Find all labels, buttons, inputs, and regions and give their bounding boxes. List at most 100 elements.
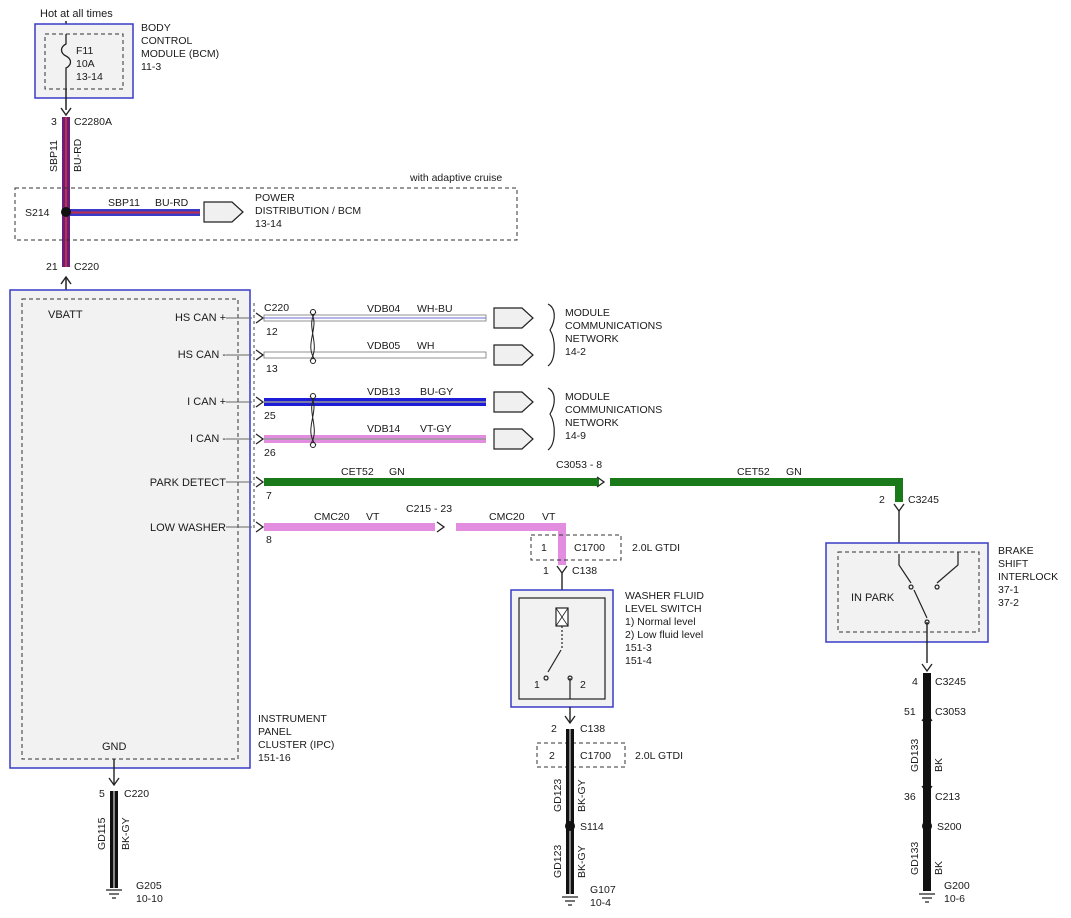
c220-pin-25: 25 bbox=[264, 410, 276, 422]
c1700-top-pin: 1 bbox=[541, 542, 547, 554]
bcm-box bbox=[34, 23, 134, 99]
hs-can-minus-label: HS CAN - bbox=[178, 349, 227, 361]
power-dist-title-3: 13-14 bbox=[255, 218, 282, 230]
vdb13-color: BU-GY bbox=[420, 386, 453, 398]
gd115-color: BK-GY bbox=[120, 817, 132, 850]
module-connector-icon bbox=[493, 391, 534, 413]
splice-s114 bbox=[565, 821, 575, 831]
ipc-inner-box bbox=[21, 298, 239, 760]
c220-pin-7: 7 bbox=[266, 490, 272, 502]
ipc-title-1: INSTRUMENT bbox=[258, 713, 327, 725]
connector-arrow-icon bbox=[255, 349, 265, 361]
c213-name: C213 bbox=[935, 791, 960, 803]
fuse-name: F11 bbox=[76, 45, 93, 57]
washer-title-4: 2) Low fluid level bbox=[625, 629, 703, 641]
s200-label: S200 bbox=[937, 821, 962, 833]
brake-title-1: BRAKE bbox=[998, 545, 1034, 557]
c3053-bot-name: C3053 bbox=[935, 706, 966, 718]
power-distribution-connector-icon bbox=[203, 201, 244, 223]
twisted-pair-icon bbox=[309, 311, 317, 362]
adaptive-cruise-box bbox=[14, 187, 518, 241]
gd133-wire bbox=[923, 673, 931, 891]
c3245-top-name: C3245 bbox=[908, 494, 939, 506]
sbp11-circuit-vertical: SBP11 bbox=[48, 140, 60, 172]
connector-arrow-icon bbox=[436, 521, 446, 533]
sbp11-circuit-horizontal: SBP11 bbox=[108, 197, 140, 209]
c3245-bot-name: C3245 bbox=[935, 676, 966, 688]
c138-bot-name: C138 bbox=[580, 723, 605, 735]
c1700-top-box bbox=[530, 534, 622, 561]
c220-pin-8: 8 bbox=[266, 534, 272, 546]
ground-icon bbox=[562, 896, 578, 906]
c220-pin-26: 26 bbox=[264, 447, 276, 459]
brake-title-4: 37-1 bbox=[998, 584, 1019, 596]
mcn2-bracket bbox=[547, 387, 555, 451]
gd133a-circuit: GD133 bbox=[909, 739, 921, 772]
cmc20-wire-b bbox=[456, 523, 566, 531]
bcm-title-4: 11-3 bbox=[141, 61, 161, 73]
c3245-bot-pin: 4 bbox=[912, 676, 918, 688]
vbatt-label: VBATT bbox=[48, 309, 83, 321]
c220-right-name: C220 bbox=[264, 302, 289, 314]
connector-arrow-icon bbox=[255, 476, 265, 488]
adaptive-cruise-label: with adaptive cruise bbox=[409, 172, 502, 184]
cet52b-circuit: CET52 bbox=[737, 466, 770, 478]
c220-top-pin: 21 bbox=[46, 261, 58, 273]
washer-pos-1: 1 bbox=[534, 679, 540, 691]
vdb05-circuit: VDB05 bbox=[367, 340, 400, 352]
connector-arrow-icon bbox=[556, 565, 568, 575]
twisted-pair-icon bbox=[309, 395, 317, 446]
cmc20a-circuit: CMC20 bbox=[314, 511, 350, 523]
cmc20b-circuit: CMC20 bbox=[489, 511, 525, 523]
splice-s200 bbox=[922, 821, 932, 831]
cmc20a-color: VT bbox=[366, 511, 380, 523]
ipc-title-3: CLUSTER (IPC) bbox=[258, 739, 334, 751]
c2280a-name: C2280A bbox=[74, 116, 112, 128]
i-can-minus-label: I CAN - bbox=[190, 433, 226, 445]
fuse-ref: 13-14 bbox=[76, 71, 103, 83]
ipc-title-4: 151-16 bbox=[258, 752, 291, 764]
mcn2-title-2: COMMUNICATIONS bbox=[565, 404, 662, 416]
ground-icon bbox=[106, 889, 122, 899]
s114-label: S114 bbox=[580, 821, 604, 833]
g107-label: G107 bbox=[590, 884, 616, 896]
c3245-top-pin: 2 bbox=[879, 494, 885, 506]
washer-title-3: 1) Normal level bbox=[625, 616, 696, 628]
connector-arrow-icon bbox=[596, 476, 606, 488]
ground-icon bbox=[919, 893, 935, 903]
c220-top-name: C220 bbox=[74, 261, 99, 273]
c220-pin-13: 13 bbox=[266, 363, 278, 375]
power-dist-title-2: DISTRIBUTION / BCM bbox=[255, 205, 361, 217]
g205-ref: 10-10 bbox=[136, 893, 163, 905]
bcm-title-1: BODY bbox=[141, 22, 171, 34]
fuse-icon bbox=[60, 34, 72, 89]
bcm-title-3: MODULE (BCM) bbox=[141, 48, 219, 60]
module-connector-icon bbox=[493, 307, 534, 329]
cmc20-wire-a bbox=[264, 523, 435, 531]
ipc-title-2: PANEL bbox=[258, 726, 292, 738]
c138-top-pin: 1 bbox=[543, 565, 549, 577]
c2280a-pin: 3 bbox=[51, 116, 57, 128]
cet52a-circuit: CET52 bbox=[341, 466, 374, 478]
vdb05-wire bbox=[263, 351, 487, 359]
sbp11-color-vertical: BU-RD bbox=[72, 138, 84, 172]
mcn1-title-3: NETWORK bbox=[565, 333, 619, 345]
g205-label: G205 bbox=[136, 880, 162, 892]
c1700-bot-pin: 2 bbox=[549, 750, 555, 762]
c213-pin: 36 bbox=[904, 791, 916, 803]
washer-title-2: LEVEL SWITCH bbox=[625, 603, 702, 615]
connector-arrow-icon bbox=[255, 521, 265, 533]
gd123a-color: BK-GY bbox=[576, 779, 588, 812]
c220-bot-name: C220 bbox=[124, 788, 149, 800]
gd133a-color: BK bbox=[933, 758, 945, 772]
brake-title-3: INTERLOCK bbox=[998, 571, 1058, 583]
mcn1-title-1: MODULE bbox=[565, 307, 610, 319]
i-can-plus-label: I CAN + bbox=[187, 396, 226, 408]
bcm-title-2: CONTROL bbox=[141, 35, 192, 47]
hot-at-all-times-label: Hot at all times bbox=[40, 8, 113, 20]
mcn2-title-4: 14-9 bbox=[565, 430, 586, 442]
c215-inline-label: C215 - 23 bbox=[406, 503, 452, 515]
gd133b-circuit: GD133 bbox=[909, 842, 921, 875]
washer-title-6: 151-4 bbox=[625, 655, 652, 667]
